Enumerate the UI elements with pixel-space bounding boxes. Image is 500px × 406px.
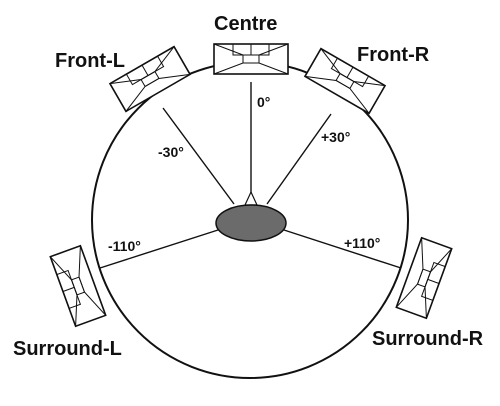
front-left-direction-line [162, 107, 235, 205]
surround-right-speaker [395, 236, 453, 320]
centre-speaker-label: Centre [214, 13, 278, 35]
listener-head [215, 204, 287, 242]
front-right-speaker [303, 47, 387, 115]
front-left-speaker [108, 45, 192, 113]
surround-right-speaker-label: Surround-R [372, 328, 484, 350]
listener-nose [244, 190, 258, 206]
surround-right-angle-label: +110° [344, 235, 381, 251]
surround-right-direction-line [283, 229, 402, 269]
front-right-speaker-label: Front-R [357, 44, 430, 66]
surround-left-speaker [49, 244, 107, 328]
front-left-speaker-label: Front-L [55, 50, 125, 72]
front-right-angle-label: +30° [321, 129, 351, 145]
front-right-direction-line [266, 113, 332, 205]
centre-speaker [213, 43, 289, 75]
surround-left-direction-line [99, 229, 219, 269]
surround-left-angle-label: -110° [108, 238, 141, 254]
surround-left-speaker-label: Surround-L [13, 338, 122, 360]
centre-angle-label: 0° [257, 94, 271, 110]
front-left-angle-label: -30° [158, 144, 184, 160]
